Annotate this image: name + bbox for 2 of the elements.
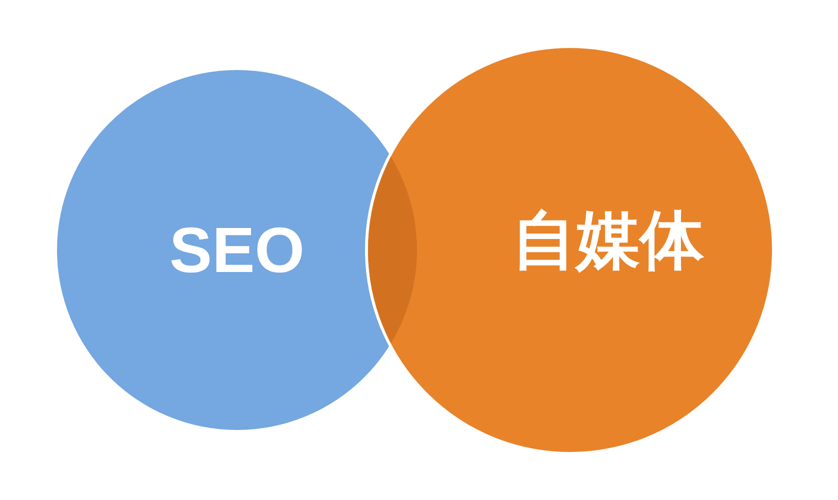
venn-label: 自媒体 — [512, 208, 704, 272]
venn-label: SEO — [169, 218, 305, 282]
